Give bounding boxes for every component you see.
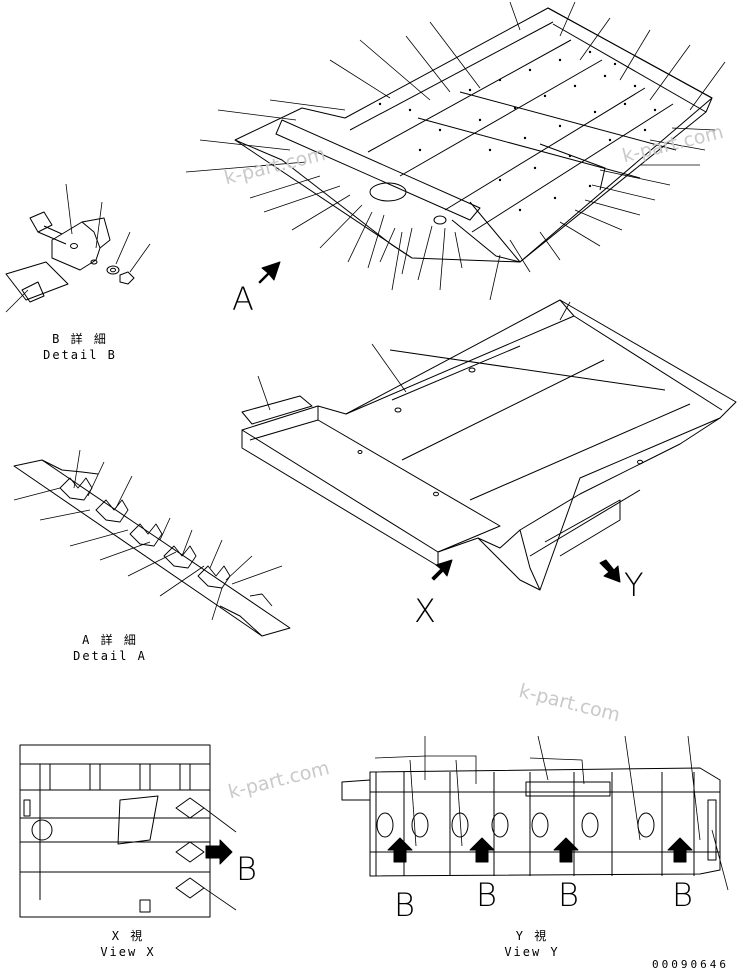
view-y-drawing [341, 735, 729, 891]
view-x-caption-jp: X 視 [111, 929, 145, 943]
detail-b-drawing [5, 183, 151, 313]
frame-assembly [241, 299, 737, 591]
view-letter-a: A [232, 280, 254, 318]
view-letter-b-x: B [236, 850, 257, 888]
detail-a-caption: A 詳 細 Detail A [70, 632, 150, 664]
view-letter-b-y2: B [476, 876, 497, 914]
detail-a-caption-en: Detail A [73, 649, 147, 663]
view-letter-y: Y [624, 566, 644, 604]
view-letter-b-y3: B [558, 876, 579, 914]
detail-a-caption-jp: A 詳 細 [82, 633, 138, 647]
detail-b-caption: B 詳 細 Detail B [40, 331, 120, 363]
view-x-caption: X 視 View X [88, 928, 168, 960]
detail-b-caption-jp: B 詳 細 [52, 332, 108, 346]
view-x-caption-en: View X [100, 945, 156, 959]
view-letter-b-y4: B [672, 876, 693, 914]
view-letter-x: X [414, 592, 436, 630]
view-letter-b-y1: B [394, 886, 415, 924]
detail-a-drawing [13, 449, 291, 637]
view-y-caption-jp: Y 視 [515, 929, 549, 943]
top-assembly [185, 1, 726, 301]
drawing-code: 00090646 [652, 958, 729, 971]
detail-b-caption-en: Detail B [43, 348, 117, 362]
view-x-drawing [19, 744, 237, 918]
view-y-caption-en: View Y [504, 945, 560, 959]
view-y-caption: Y 視 View Y [492, 928, 572, 960]
